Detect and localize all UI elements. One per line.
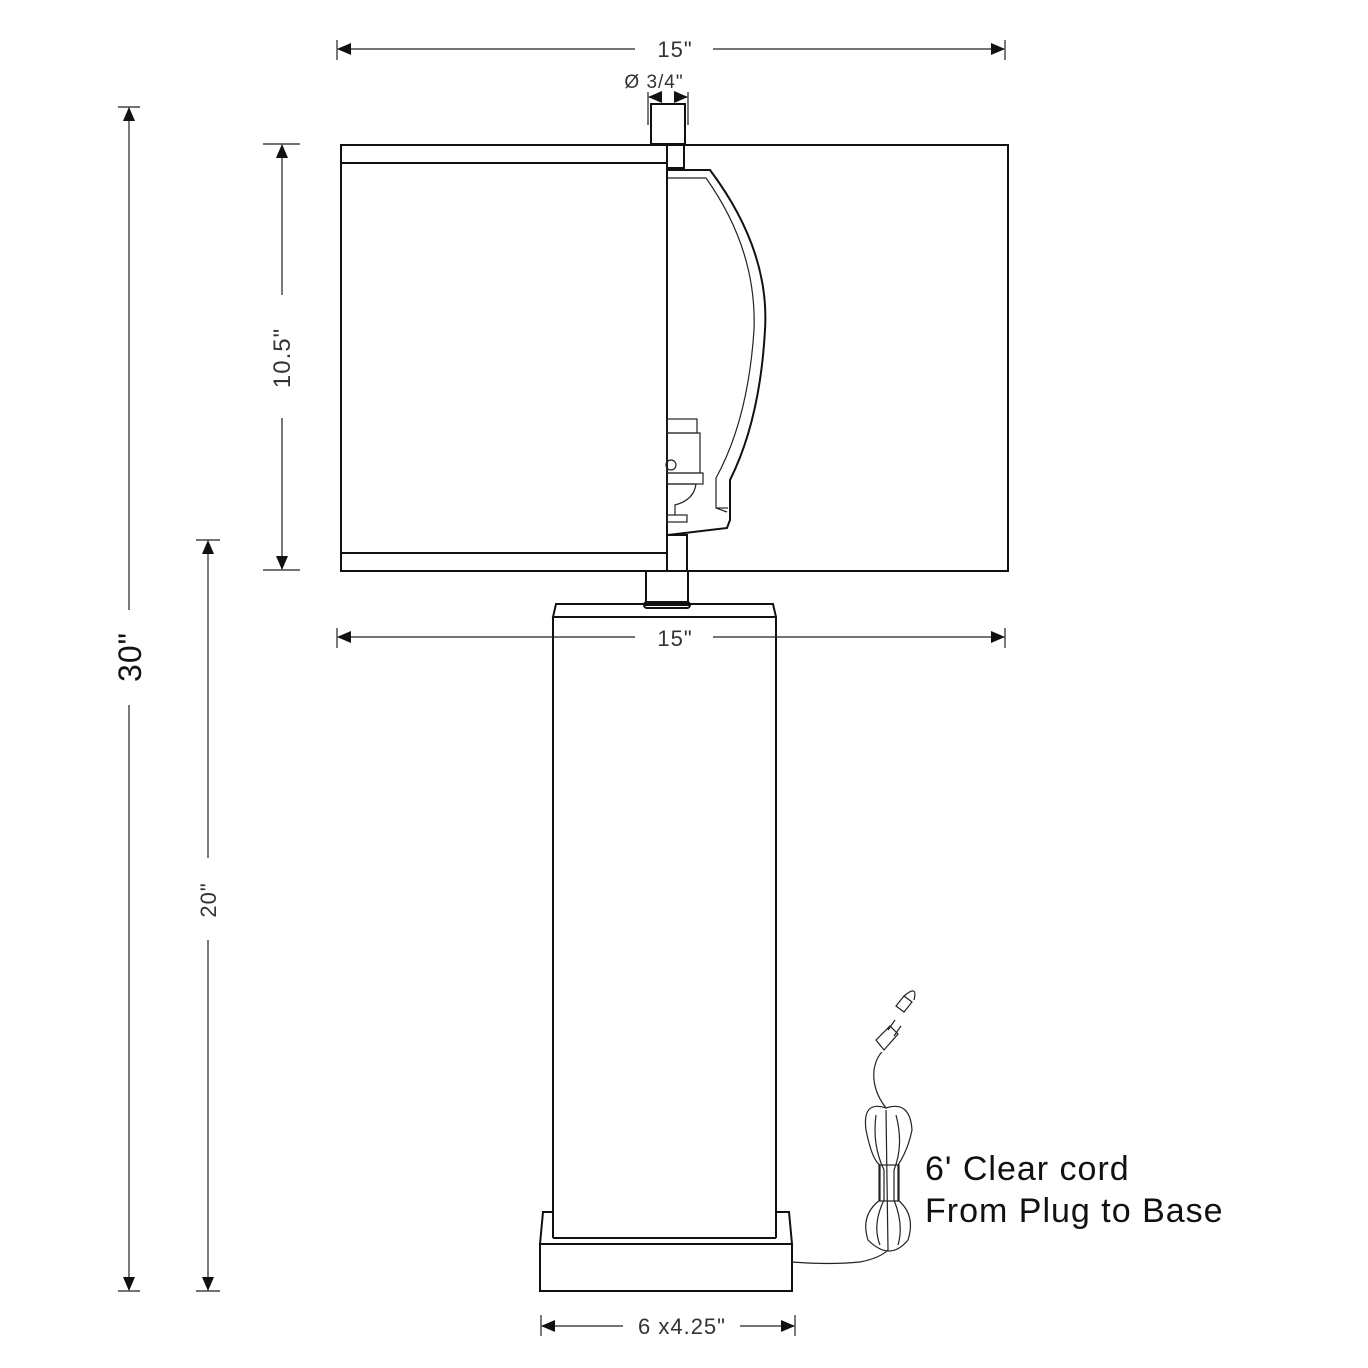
lamp-body (551, 603, 778, 1239)
base-footprint-label: 6 x4.25" (638, 1314, 726, 1339)
plug-icon (875, 990, 916, 1051)
cord-note: 6' Clear cord From Plug to Base (925, 1150, 1224, 1230)
total-height-label: 30" (112, 632, 148, 682)
lamp-neck (643, 534, 691, 609)
shade-bottom-width-dimension: 15" (336, 626, 1006, 651)
base-height-dimension: 20" (196, 539, 221, 1292)
finial-diameter-label: Ø 3/4" (624, 72, 683, 93)
clear-cord-coil (791, 1051, 913, 1265)
shade-bottom-width-label: 15" (657, 626, 692, 651)
shade-top-width-dimension: 15" (336, 37, 1006, 62)
shade-height-label: 10.5" (269, 328, 296, 388)
lamp-base (538, 1211, 794, 1292)
harp (667, 169, 767, 536)
total-height-dimension: 30" (112, 106, 148, 1292)
base-footprint-dimension: 6 x4.25" (540, 1314, 796, 1339)
base-height-label: 20" (196, 882, 221, 917)
finial-diameter-dimension: Ø 3/4" (624, 72, 689, 125)
shade-height-dimension: 10.5" (263, 143, 300, 571)
shade-top-width-label: 15" (657, 37, 692, 62)
finial (650, 103, 686, 145)
cord-note-line2: From Plug to Base (925, 1192, 1224, 1230)
socket (665, 418, 704, 523)
cord-note-line1: 6' Clear cord (925, 1150, 1130, 1188)
